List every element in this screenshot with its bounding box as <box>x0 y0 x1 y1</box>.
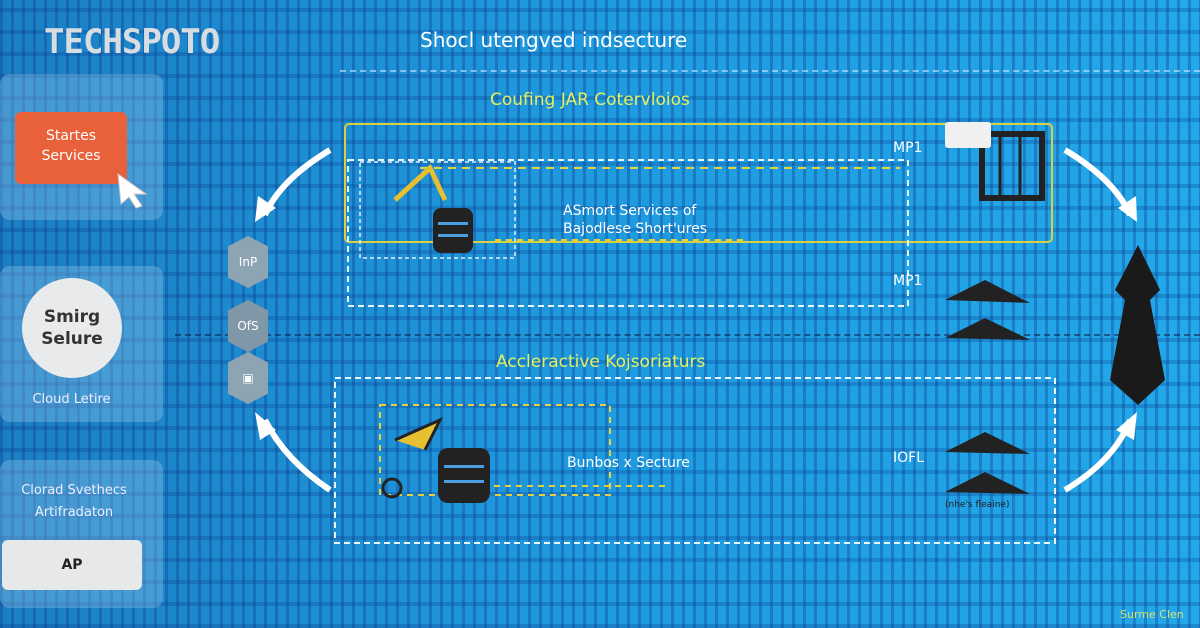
bottom-section-title: Accleractive Kojsoriaturs <box>496 352 706 372</box>
page-title: Shocl utengved indsecture <box>420 28 688 52</box>
cursor-icon <box>117 172 148 209</box>
corner-text: Surme Clen <box>1120 608 1184 621</box>
ap-button[interactable]: AP <box>2 540 142 590</box>
tower-icon <box>1110 245 1165 405</box>
logo: TECHSPOTO <box>44 22 220 62</box>
chat-icon <box>945 122 991 148</box>
arrow-top-left <box>262 147 332 217</box>
arch-text: Clorad Svethecs Artifradaton <box>21 483 127 520</box>
divider <box>340 70 1200 72</box>
window-icon <box>979 131 1045 201</box>
hex-inp: InP <box>228 236 268 288</box>
secure-caption: Cloud Letire <box>32 392 111 407</box>
crane-icon <box>394 416 444 451</box>
crane-icon <box>393 163 448 202</box>
top-section-title: Coufing JAR Cotervloios <box>490 90 690 110</box>
arrow-top-right <box>1063 147 1133 217</box>
bottom-caption: (nhe's fleaine) <box>945 500 1010 510</box>
mp1-label-2: MP1 <box>893 273 923 289</box>
divider <box>175 334 1200 336</box>
bottom-service-text: Bunbos x Secture <box>567 455 690 471</box>
mp1-label: MP1 <box>893 140 923 156</box>
services-button[interactable]: Startes Services <box>15 112 127 184</box>
hex-camera: ▣ <box>228 352 268 404</box>
database-icon <box>438 448 490 503</box>
iofl-label: IOFL <box>893 450 925 466</box>
secure-circle: Smirg Selure <box>22 278 122 378</box>
hex-ofs: OfS <box>228 300 268 352</box>
tent-icon <box>945 280 1030 494</box>
top-service-text: ASmort Services of Bajodlese Short'ures <box>563 203 708 237</box>
database-icon <box>433 208 473 253</box>
